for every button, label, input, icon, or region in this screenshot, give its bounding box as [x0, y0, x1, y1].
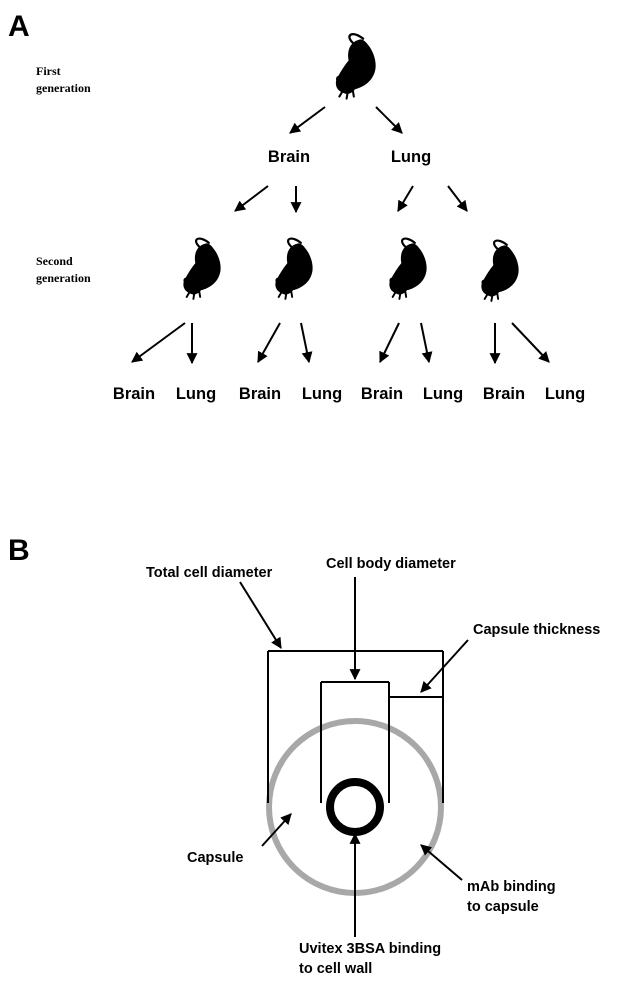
arrow-total-cell-diameter: [240, 582, 281, 648]
panel-a: A First generation Second generation Bra…: [8, 10, 585, 403]
second-generation-mouse-icon-2: [275, 239, 312, 299]
arrow-mouse3-to-lung: [421, 323, 429, 362]
uvitex-binding-label-line1: Uvitex 3BSA binding: [299, 941, 441, 957]
arrow-mouse2-to-brain: [258, 323, 280, 362]
second-brain-label-1: Brain: [113, 385, 155, 403]
first-lung-label: Lung: [391, 148, 431, 166]
first-generation-label-line2: generation: [36, 81, 91, 95]
first-generation-mouse-icon: [336, 34, 376, 98]
mab-binding-label-line2: to capsule: [467, 899, 539, 915]
arrow-brain-to-mouse-1: [235, 186, 268, 211]
second-brain-label-3: Brain: [361, 385, 403, 403]
first-generation-label-line1: First: [36, 64, 61, 78]
capsule-label: Capsule: [187, 850, 243, 866]
second-lung-label-1: Lung: [176, 385, 216, 403]
arrow-capsule-thickness: [421, 640, 468, 692]
arrow-mouse2-to-lung: [301, 323, 309, 362]
arrow-mouse3-to-brain: [380, 323, 399, 362]
arrow-mab-binding: [421, 845, 462, 880]
arrow-mouse4-to-lung: [512, 323, 549, 362]
capsule-thickness-label: Capsule thickness: [473, 622, 600, 638]
second-lung-label-4: Lung: [545, 385, 585, 403]
panel-b-letter: B: [8, 534, 30, 567]
panel-b: B Total cell diameter Cell body diameter…: [8, 534, 600, 977]
second-lung-label-3: Lung: [423, 385, 463, 403]
arrow-mouse-to-lung: [376, 107, 402, 133]
second-generation-mouse-icon-3: [389, 239, 426, 299]
total-cell-diameter-label: Total cell diameter: [146, 565, 273, 581]
arrow-lung-to-mouse-3: [398, 186, 413, 211]
second-brain-label-2: Brain: [239, 385, 281, 403]
arrow-lung-to-mouse-4: [448, 186, 467, 211]
mab-binding-label-line1: mAb binding: [467, 879, 556, 895]
second-generation-mouse-icon-4: [481, 241, 518, 301]
arrow-mouse1-to-brain: [132, 323, 185, 362]
cell-wall-ring: [330, 782, 380, 832]
second-generation-label-line1: Second: [36, 254, 73, 268]
arrow-mouse-to-brain: [290, 107, 325, 133]
second-lung-label-2: Lung: [302, 385, 342, 403]
cell-body-diameter-label: Cell body diameter: [326, 556, 456, 572]
first-brain-label: Brain: [268, 148, 310, 166]
second-generation-label-line2: generation: [36, 271, 91, 285]
second-generation-mouse-icon-1: [183, 239, 220, 299]
panel-a-letter: A: [8, 10, 30, 43]
uvitex-binding-label-line2: to cell wall: [299, 961, 372, 977]
second-brain-label-4: Brain: [483, 385, 525, 403]
